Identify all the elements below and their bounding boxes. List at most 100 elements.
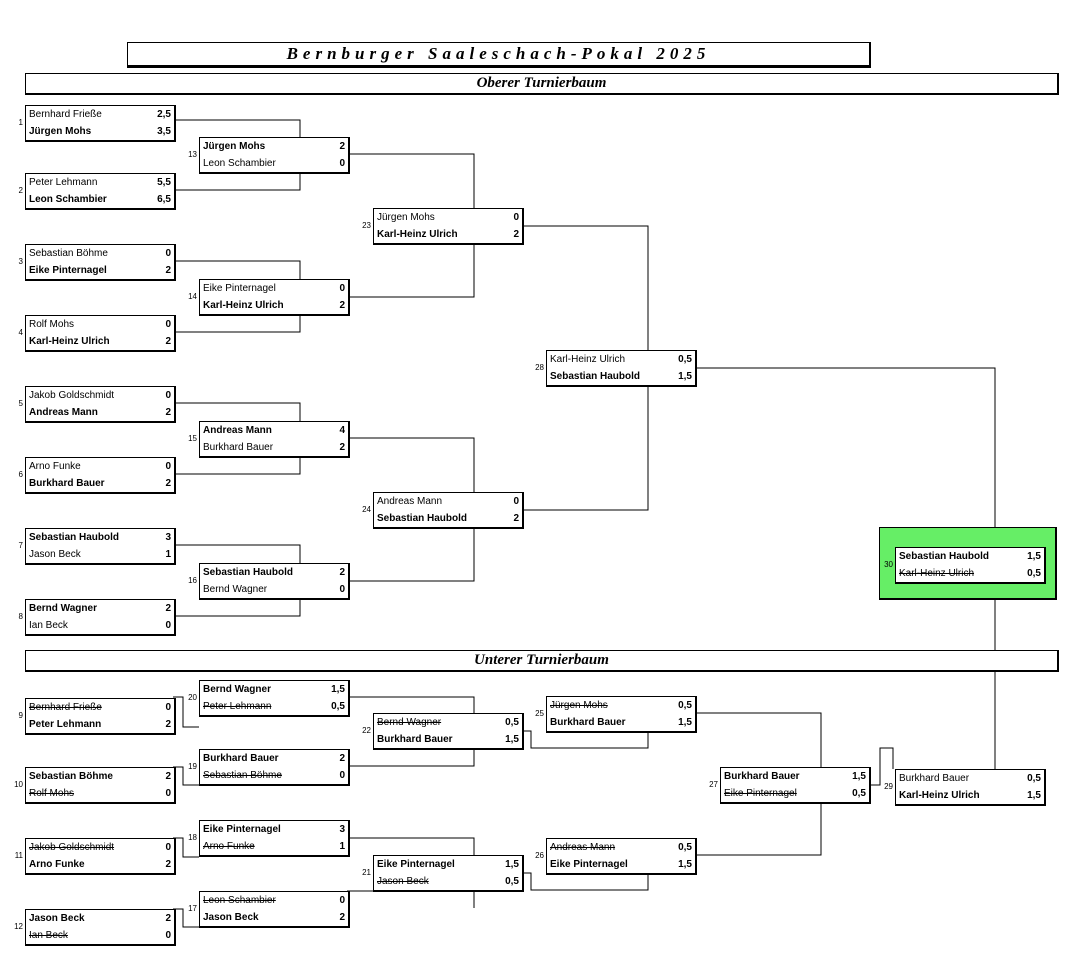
player-name: Peter Lehmann (203, 701, 272, 712)
player-score: 2 (165, 478, 171, 489)
connector-line (347, 749, 475, 767)
player-row: Burkhard Bauer 2 (200, 439, 348, 456)
player-name: Bernd Wagner (203, 684, 271, 695)
player-name: Ian Beck (29, 930, 68, 941)
match-number: 13 (188, 150, 197, 159)
player-name: Sebastian Böhme (29, 771, 113, 782)
player-name: Andreas Mann (203, 425, 272, 436)
connector-line (694, 803, 822, 856)
player-row: Sebastian Haubold 3 (26, 529, 174, 546)
player-name: Jason Beck (29, 913, 85, 924)
player-score: 2 (513, 229, 519, 240)
player-name: Jason Beck (377, 876, 429, 887)
player-row: Bernhard Frieße 2,5 (26, 106, 174, 123)
player-name: Jason Beck (29, 549, 81, 560)
player-score: 1,5 (1027, 551, 1041, 562)
player-score: 1,5 (505, 859, 519, 870)
player-score: 1 (339, 841, 345, 852)
player-score: 0 (165, 842, 171, 853)
player-name: Burkhard Bauer (550, 717, 626, 728)
player-score: 4 (339, 425, 345, 436)
match-number: 4 (18, 328, 23, 337)
match-number: 22 (362, 726, 371, 735)
connector-line (173, 173, 301, 191)
player-score: 3 (339, 824, 345, 835)
player-name: Andreas Mann (29, 407, 98, 418)
match-number: 15 (188, 434, 197, 443)
player-score: 3 (165, 532, 171, 543)
player-name: Arno Funke (203, 841, 255, 852)
player-score: 2 (165, 859, 171, 870)
player-score: 2 (165, 771, 171, 782)
match-number: 11 (14, 851, 23, 860)
match-number: 21 (362, 868, 371, 877)
connector-line (173, 837, 199, 858)
connector-line (347, 528, 475, 582)
player-name: Sebastian Böhme (203, 770, 282, 781)
player-name: Jakob Goldschmidt (29, 390, 115, 401)
player-score: 2 (165, 719, 171, 730)
player-name: Arno Funke (29, 461, 81, 472)
player-score: 0,5 (852, 788, 866, 799)
player-score: 0,5 (1027, 568, 1041, 579)
player-score: 2 (339, 442, 345, 453)
player-name: Andreas Mann (550, 842, 616, 853)
player-score: 1,5 (852, 771, 866, 782)
player-name: Ian Beck (29, 620, 68, 631)
player-score: 1,5 (505, 734, 519, 745)
match-number: 5 (18, 399, 23, 408)
connector-line (694, 712, 822, 767)
player-name: Andreas Mann (377, 496, 443, 507)
player-score: 0,5 (1027, 773, 1041, 784)
player-name: Sebastian Haubold (29, 532, 120, 543)
player-name: Burkhard Bauer (203, 442, 274, 453)
player-name: Jakob Goldschmidt (29, 842, 115, 853)
player-score: 1,5 (678, 859, 692, 870)
player-score: 0 (339, 283, 345, 294)
player-name: Karl-Heinz Ulrich (899, 790, 980, 801)
player-name: Sebastian Böhme (29, 248, 108, 259)
player-name: Jason Beck (203, 912, 259, 923)
player-score: 0 (513, 212, 519, 223)
player-score: 1 (165, 549, 171, 560)
connector-line (521, 386, 649, 511)
match-number: 12 (14, 922, 23, 931)
player-score: 0 (165, 702, 171, 713)
match-number: 30 (884, 560, 893, 569)
player-score: 0 (513, 496, 519, 507)
player-name: Bernhard Frieße (29, 109, 102, 120)
player-score: 1,5 (678, 371, 692, 382)
match-number: 10 (14, 780, 23, 789)
player-name: Eike Pinternagel (203, 824, 281, 835)
connector-line (521, 872, 649, 891)
player-name: Leon Schambier (203, 895, 276, 906)
player-score: 2,5 (157, 109, 171, 120)
player-name: Sebastian Haubold (899, 551, 990, 562)
